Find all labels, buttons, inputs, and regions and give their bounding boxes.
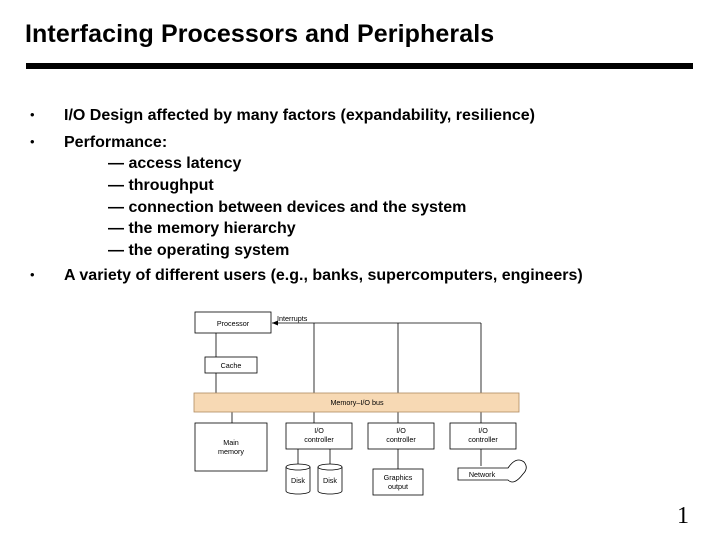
cache-box (204, 356, 258, 374)
sub-item-text: — throughput (108, 177, 214, 194)
disk-icon (285, 463, 311, 495)
io-controller-box (285, 422, 353, 450)
processor-label: Processor (217, 319, 250, 328)
graphics-output-label: output (388, 482, 408, 491)
slide-title: Interfacing Processors and Peripherals (25, 20, 495, 48)
sub-item-text: — connection between devices and the sys… (108, 199, 467, 216)
io-system-diagram: Processor Interrupts Cache Memory–I/O bu… (193, 311, 527, 496)
interrupt-arrow-icon (272, 320, 278, 326)
io-controller-box (367, 422, 435, 450)
io-controller-label: controller (304, 435, 334, 444)
io-controller-label: controller (468, 435, 498, 444)
bullet-marker: • (30, 107, 35, 122)
disk-label: Disk (323, 476, 337, 485)
title-rule (26, 63, 693, 69)
bullet-marker: • (30, 134, 35, 149)
bus-label: Memory–I/O bus (330, 398, 384, 407)
graphics-output-label: Graphics (384, 473, 413, 482)
network-cable-icon (457, 459, 527, 483)
io-controller-label: controller (386, 435, 416, 444)
bullet-text: A variety of different users (e.g., bank… (64, 267, 583, 284)
disk-icon (317, 463, 343, 495)
bullet-text: Performance: (64, 134, 168, 151)
network-label: Network (469, 470, 496, 479)
bullet-text: I/O Design affected by many factors (exp… (64, 107, 535, 124)
sub-item-text: — the operating system (108, 242, 290, 259)
io-controller-label: I/O (314, 426, 324, 435)
sub-item-text: — the memory hierarchy (108, 220, 296, 237)
memory-io-bus (193, 392, 520, 413)
processor-box (194, 311, 272, 334)
interrupts-label: Interrupts (277, 314, 308, 323)
main-memory-label: memory (218, 447, 244, 456)
cache-label: Cache (221, 361, 242, 370)
io-controller-box (449, 422, 517, 450)
io-controller-label: I/O (396, 426, 406, 435)
disk-label: Disk (291, 476, 305, 485)
sub-item-text: — access latency (108, 155, 242, 172)
io-controller-label: I/O (478, 426, 488, 435)
main-memory-box (194, 422, 268, 472)
graphics-output-box (372, 468, 424, 496)
bullet-marker: • (30, 267, 35, 282)
main-memory-label: Main (223, 438, 239, 447)
page-number: 1 (677, 503, 689, 529)
